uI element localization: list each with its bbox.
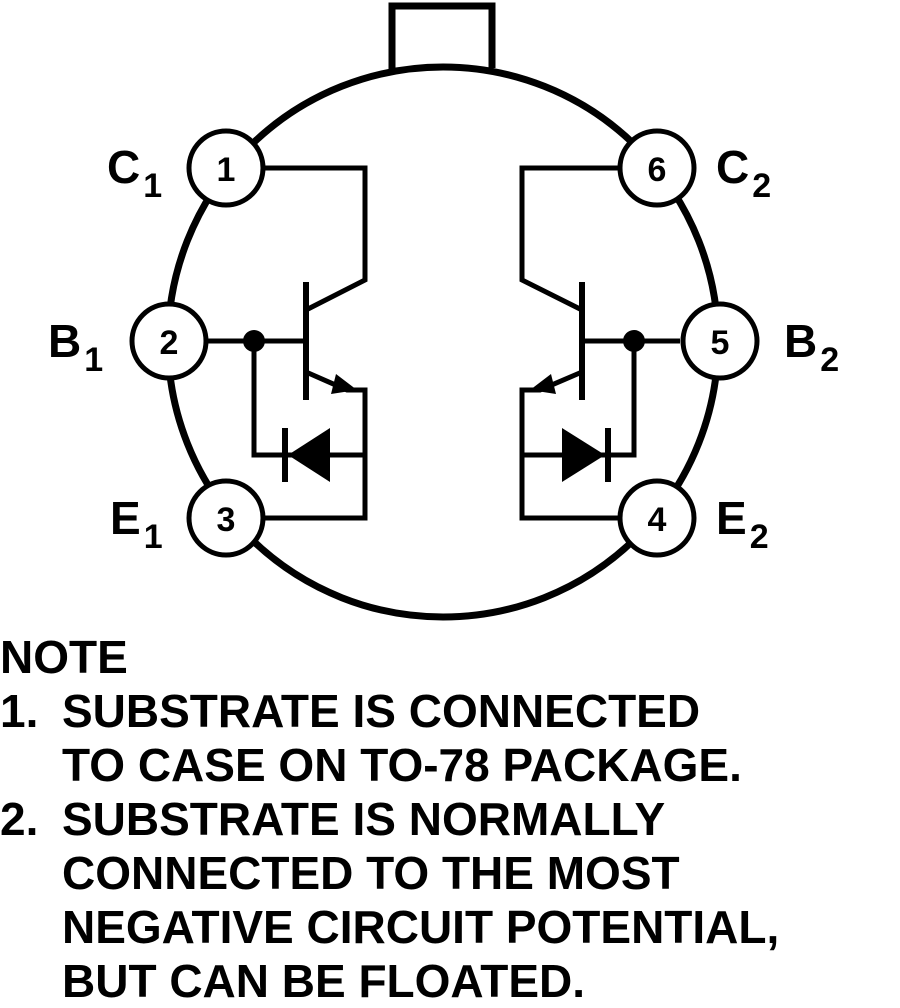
pinout-diagram: 1 2 3 4 5 6 C1 B1 E1 E2 B2 C2: [48, 2, 839, 621]
q2-diode-wire: [522, 341, 637, 458]
pin-2: 2: [129, 301, 209, 381]
q2-collector-wire: [519, 165, 620, 313]
pin-2-number: 2: [160, 324, 179, 362]
note-item-1-number: 1.: [0, 685, 39, 737]
pin-1: 1: [186, 128, 266, 208]
note-item-2-line-1: SUBSTRATE IS NORMALLY: [62, 793, 666, 845]
pin-2-label: B1: [48, 315, 103, 379]
q2-diode-symbol: [562, 428, 605, 482]
pin-5-label: B2: [784, 315, 839, 379]
pin-6-number: 6: [648, 151, 667, 189]
note-item-1-line-1: SUBSTRATE IS CONNECTED: [62, 685, 701, 737]
note-item-1: 1. SUBSTRATE IS CONNECTED TO CASE ON TO-…: [0, 684, 900, 792]
note-item-2-line-4: BUT CAN BE FLOATED.: [62, 955, 586, 1007]
q1-emitter-arrow: [331, 374, 357, 394]
note-item-2-line-3: NEGATIVE CIRCUIT POTENTIAL,: [62, 901, 780, 953]
pin-1-label: C1: [107, 141, 162, 205]
q1-emitter-wire: [265, 369, 368, 521]
pin-2-circle: [129, 301, 209, 381]
pin-3-label: E1: [110, 492, 163, 556]
pin-4-circle: [617, 478, 697, 558]
transistor-q2: [519, 165, 680, 521]
pin-4-label: E2: [716, 492, 769, 556]
pin-6: 6: [617, 128, 697, 208]
pin-4-number: 4: [648, 501, 667, 539]
pin-6-label: C2: [716, 141, 771, 205]
note-heading: NOTE: [0, 631, 128, 683]
pin-5: 5: [680, 301, 760, 381]
q2-emitter-arrow: [530, 374, 556, 394]
pin-3: 3: [186, 478, 266, 558]
notes-section: NOTE 1. SUBSTRATE IS CONNECTED TO CASE O…: [0, 630, 900, 1008]
pin-4: 4: [617, 478, 697, 558]
pin-5-number: 5: [711, 324, 730, 362]
pin-5-circle: [680, 301, 760, 381]
q2-emitter-wire: [519, 369, 620, 521]
q1-diode-wire: [251, 341, 365, 458]
q1-diode-symbol: [288, 428, 330, 482]
package-tab: [388, 2, 496, 72]
pin-3-circle: [186, 478, 266, 558]
q1-junction-dot: [243, 330, 265, 352]
note-item-2-number: 2.: [0, 793, 39, 845]
pin-1-circle: [186, 128, 266, 208]
note-item-1-line-2: TO CASE ON TO-78 PACKAGE.: [62, 739, 742, 791]
note-item-2: 2. SUBSTRATE IS NORMALLY CONNECTED TO TH…: [0, 792, 900, 1008]
pin-3-number: 3: [217, 501, 236, 539]
note-item-2-line-2: CONNECTED TO THE MOST: [62, 847, 680, 899]
pin-6-circle: [617, 128, 697, 208]
q1-collector-wire: [265, 165, 368, 313]
pin-1-number: 1: [217, 151, 236, 189]
transistor-q1: [208, 165, 368, 521]
q2-junction-dot: [623, 330, 645, 352]
